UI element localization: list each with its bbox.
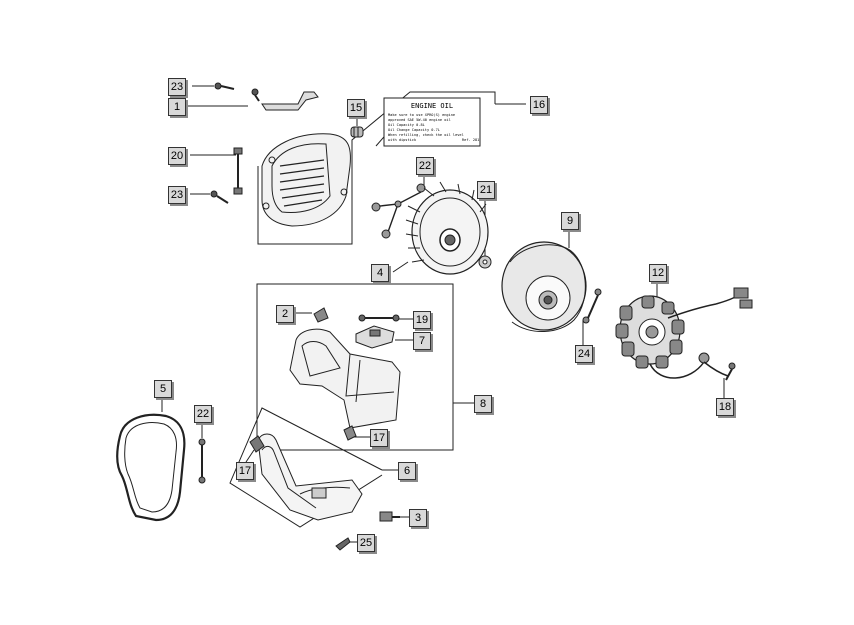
callout-22[interactable]: 22 — [416, 157, 434, 175]
callout-21[interactable]: 21 — [477, 181, 495, 199]
engine-oil-label-line: Ref. 281 — [462, 138, 479, 142]
engine-oil-label-line: approved SAE 5W-40 engine oil — [388, 118, 451, 122]
gasket-5-icon — [116, 413, 186, 522]
callout-3[interactable]: 3 — [409, 509, 427, 527]
callout-15[interactable]: 15 — [347, 99, 365, 117]
callout-7[interactable]: 7 — [413, 332, 431, 350]
callout-24[interactable]: 24 — [575, 345, 593, 363]
oil-plug-15-icon — [350, 126, 364, 138]
callout-23[interactable]: 23 — [168, 186, 186, 204]
stud-22-bottom-icon — [198, 438, 206, 484]
rod-19-icon — [358, 314, 400, 322]
connector-3-icon — [379, 511, 400, 522]
stud-20-icon — [233, 147, 243, 195]
lower-shroud-6-icon — [257, 433, 363, 521]
engine-oil-label-line: with dipstick — [388, 138, 417, 142]
screw-small-top-icon — [251, 88, 260, 102]
cover-plate-7-icon — [355, 325, 395, 349]
callout-18[interactable]: 18 — [716, 398, 734, 416]
clip-17-left-icon — [249, 435, 265, 453]
callout-25[interactable]: 25 — [357, 534, 375, 552]
callout-17[interactable]: 17 — [236, 462, 254, 480]
callout-20[interactable]: 20 — [168, 147, 186, 165]
flywheel-9-icon — [501, 241, 587, 333]
fan-cover-icon — [261, 133, 351, 227]
engine-oil-label-line: Oil Change Capacity 0.7L — [388, 128, 440, 132]
engine-oil-label-line: When refilling, check the oil level — [388, 133, 464, 137]
group-frame-16 — [257, 91, 496, 245]
engine-oil-label: ENGINE OIL Make sure to use XPRO(S) engi… — [383, 97, 481, 147]
callout-4[interactable]: 4 — [371, 264, 389, 282]
cooling-fan-4-icon — [405, 181, 489, 275]
callout-22[interactable]: 22 — [194, 405, 212, 423]
callout-12[interactable]: 12 — [649, 264, 667, 282]
clip-2-icon — [313, 307, 329, 323]
air-shroud-8-icon — [289, 328, 401, 429]
clip-17-right-icon — [343, 425, 357, 441]
callout-8[interactable]: 8 — [474, 395, 492, 413]
bracket-1-icon — [261, 91, 319, 111]
callout-16[interactable]: 16 — [530, 96, 548, 114]
callout-9[interactable]: 9 — [561, 212, 579, 230]
screw-23-mid-icon — [210, 190, 229, 204]
callout-19[interactable]: 19 — [413, 311, 431, 329]
engine-oil-label-line: Make sure to use XPRO(S) engine — [388, 113, 455, 117]
clip-25-icon — [335, 537, 351, 551]
bolt-set-22-top-icon — [371, 183, 426, 239]
screw-23-top-icon — [214, 82, 235, 90]
stator-12-icon — [615, 287, 753, 379]
callout-23[interactable]: 23 — [168, 78, 186, 96]
callout-5[interactable]: 5 — [154, 380, 172, 398]
callout-6[interactable]: 6 — [398, 462, 416, 480]
engine-oil-label-line: Oil Capacity 0.8L — [388, 123, 425, 127]
group-frame-8 — [256, 283, 454, 451]
callout-17[interactable]: 17 — [370, 429, 388, 447]
screw-18-icon — [725, 362, 736, 381]
callout-2[interactable]: 2 — [276, 305, 294, 323]
nut-21-icon — [478, 255, 492, 269]
engine-oil-label-title: ENGINE OIL — [411, 102, 453, 110]
callout-1[interactable]: 1 — [168, 98, 186, 116]
bolt-24-icon — [582, 288, 602, 324]
